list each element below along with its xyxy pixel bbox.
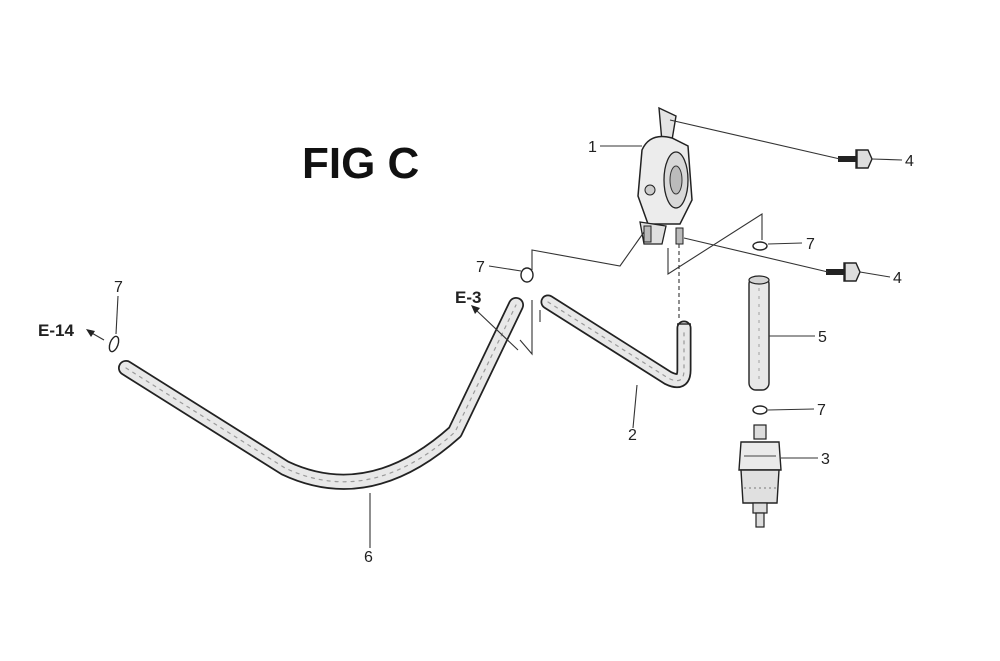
ref-e3: E-3: [455, 288, 481, 307]
fuel-filter: [738, 424, 782, 528]
bolt-upper: [838, 149, 873, 169]
callout-4-upper: 4: [905, 153, 914, 170]
ref-e14: E-14: [38, 321, 74, 340]
callout-4-lower: 4: [893, 270, 902, 287]
callout-7-middle: 7: [476, 259, 485, 276]
callout-2: 2: [628, 427, 637, 444]
clip-upper-right: [752, 241, 768, 251]
figure-title: FIG C: [302, 139, 419, 188]
hose-short: [540, 294, 692, 389]
leader-lines: [86, 119, 903, 548]
callout-7-left: 7: [114, 279, 123, 296]
hose-long: [118, 297, 524, 490]
callout-3: 3: [821, 451, 830, 468]
callout-7-lower-right: 7: [817, 402, 826, 419]
bolt-lower: [826, 262, 861, 282]
callout-7-upper-right: 7: [806, 236, 815, 253]
tube: [748, 275, 770, 391]
clip-middle: [520, 267, 534, 283]
fuel-pump: [637, 106, 693, 318]
clip-lower-right: [752, 405, 768, 415]
callout-1: 1: [588, 139, 597, 156]
clip-left: [108, 335, 120, 353]
callout-5: 5: [818, 329, 827, 346]
callout-6: 6: [364, 549, 373, 566]
